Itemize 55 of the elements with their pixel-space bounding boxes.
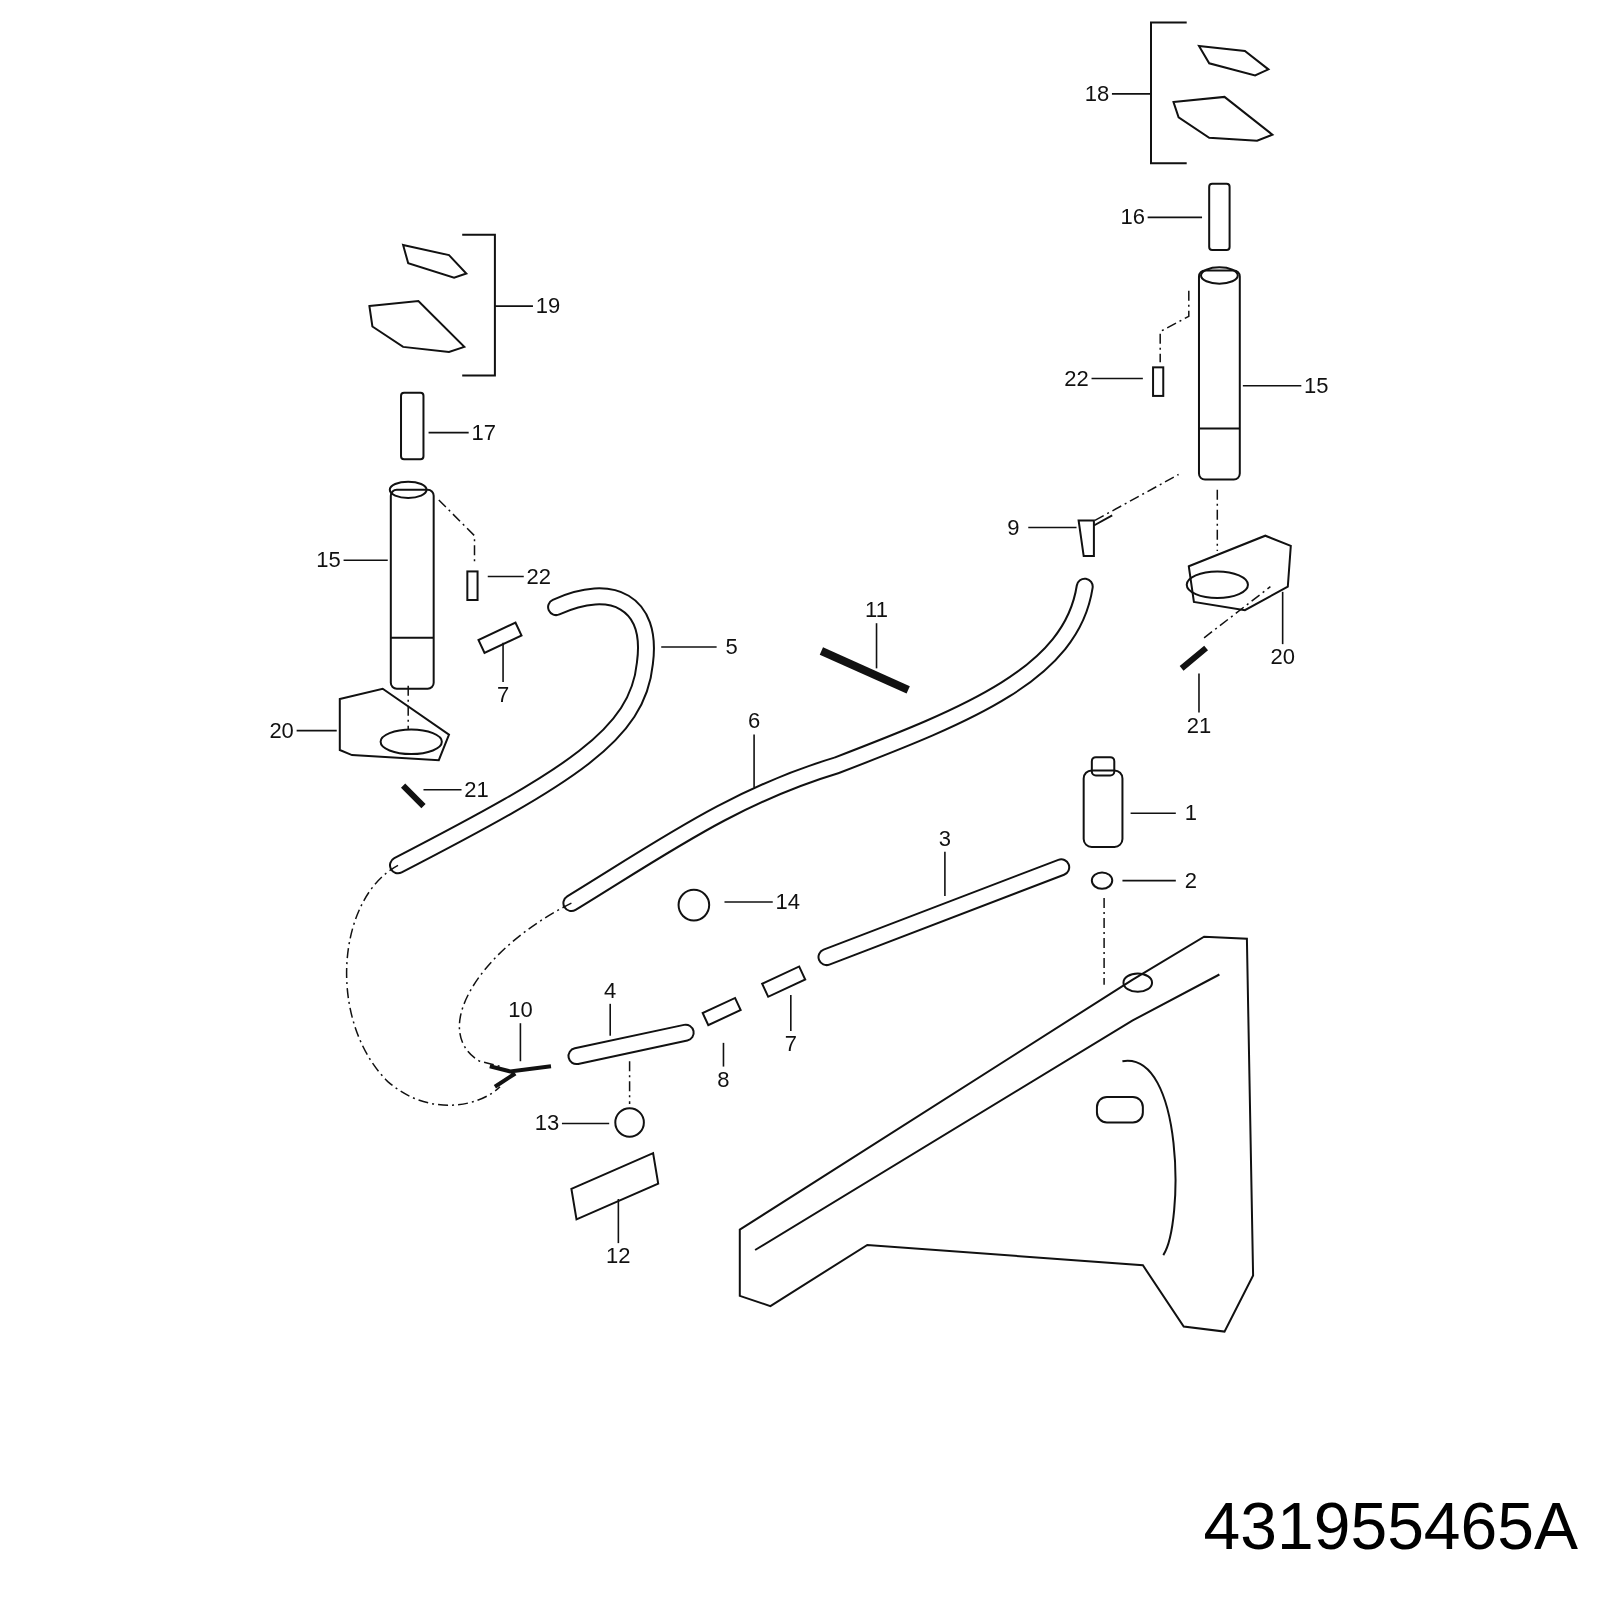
leader-line [422, 789, 463, 791]
callout-number: 21 [461, 776, 492, 803]
leader-line [1281, 591, 1284, 645]
leader-line [609, 1003, 611, 1037]
leader-line [494, 305, 534, 307]
callout-number: 20 [1267, 644, 1298, 671]
leader-line [660, 646, 718, 648]
leader-line [1027, 526, 1078, 529]
callout-number: 1 [1175, 800, 1206, 827]
callout-number: 5 [716, 633, 747, 660]
leader-line [1111, 93, 1152, 95]
callout-number: 7 [775, 1030, 806, 1057]
leader-line [1242, 384, 1303, 387]
callout-number: 20 [266, 717, 297, 744]
callout-number: 21 [1183, 712, 1214, 739]
leader-line [1121, 879, 1177, 882]
leader-line [1129, 812, 1177, 815]
part-number: 431955465A [1203, 1488, 1578, 1564]
callout-number: 22 [1061, 365, 1092, 392]
leader-line [561, 1122, 610, 1125]
callout-number: 11 [861, 597, 892, 624]
callout-number: 18 [1081, 80, 1112, 107]
leader-line [875, 622, 878, 670]
callout-number: 12 [603, 1243, 634, 1270]
leader-line [1146, 216, 1203, 219]
callout-number: 3 [929, 825, 960, 852]
callout-number: 17 [468, 419, 499, 446]
callout-number: 22 [523, 563, 554, 590]
callout-number: 19 [532, 293, 563, 320]
leader-line [342, 559, 389, 561]
leader-line [944, 851, 946, 897]
callout-number: 10 [505, 997, 536, 1024]
callout-number: 9 [998, 514, 1029, 541]
leader-line [722, 1042, 725, 1068]
leader-line [723, 901, 774, 903]
leader-line [1090, 377, 1144, 380]
callout-number: 14 [772, 889, 803, 916]
leader-line [753, 733, 755, 789]
leader-line [502, 642, 504, 683]
leader-line [790, 994, 792, 1032]
callout-number: 15 [313, 547, 344, 574]
leader-line [295, 729, 338, 732]
leader-line [1198, 672, 1200, 714]
leader-line [519, 1022, 522, 1062]
leader-line [617, 1198, 620, 1244]
callout-number: 15 [1301, 372, 1332, 399]
callout-number: 13 [531, 1110, 562, 1137]
callout-number: 2 [1175, 867, 1206, 894]
callout-number: 8 [708, 1066, 739, 1093]
callout-number: 7 [488, 681, 519, 708]
callout-number: 6 [739, 708, 770, 735]
leader-line [427, 431, 470, 434]
callout-number: 16 [1117, 204, 1148, 231]
callout-number: 4 [595, 977, 626, 1004]
leader-line [486, 575, 525, 578]
